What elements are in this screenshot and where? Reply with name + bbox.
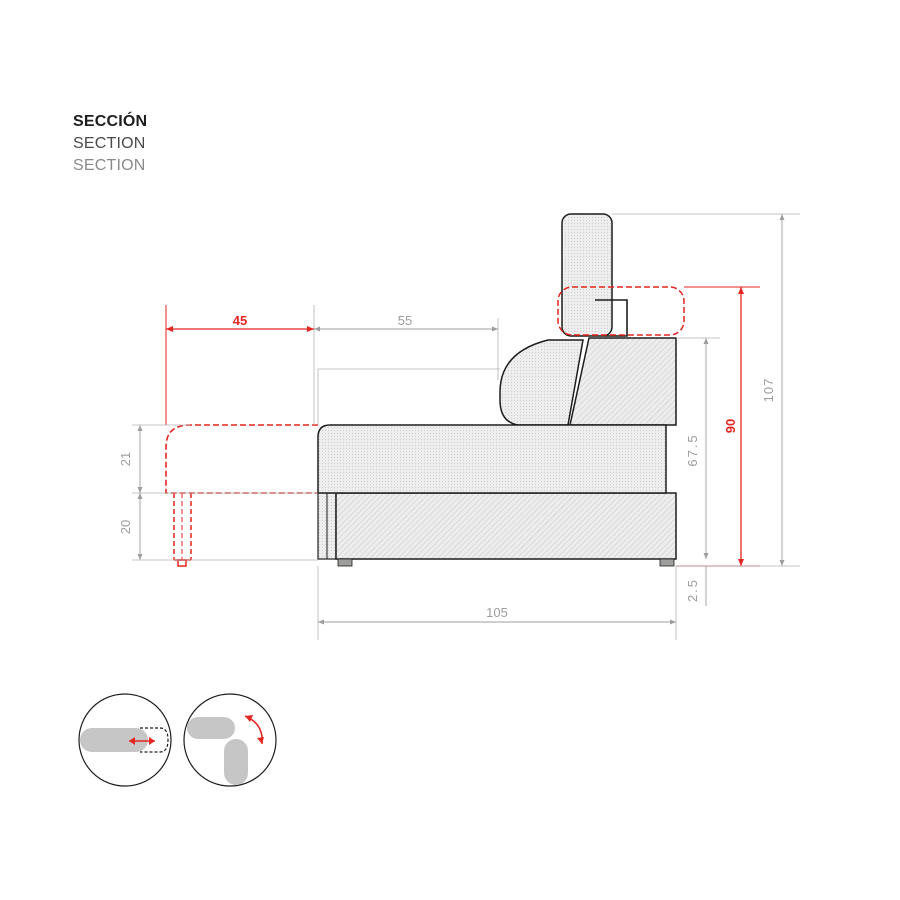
- rotate-headrest-icon: [183, 693, 277, 787]
- dim-label-2-5: 2.5: [685, 578, 700, 602]
- dim-left-heights: [132, 424, 318, 561]
- extension-seat-outline: [165, 424, 318, 494]
- dim-label-67-5: 67.5: [685, 433, 700, 466]
- headrest-upright: [561, 213, 613, 337]
- dim-label-21: 21: [118, 452, 133, 466]
- dim-label-90: 90: [723, 419, 738, 433]
- seat-depth-reference: [317, 368, 500, 425]
- slide-extension-icon: [78, 693, 172, 787]
- dim-label-45: 45: [233, 313, 247, 328]
- seat-cushion: [317, 424, 667, 494]
- dim-label-107: 107: [761, 378, 776, 403]
- backrest-block: [569, 337, 677, 426]
- dim-label-105: 105: [486, 605, 508, 620]
- dim-label-20: 20: [118, 520, 133, 534]
- back-cushion: [499, 339, 584, 426]
- section-title-block: SECCIÓN SECTION SECTION: [73, 111, 147, 177]
- front-skirt: [317, 492, 337, 560]
- title-english: SECTION: [73, 135, 146, 152]
- dim-extension-depth: [165, 305, 315, 425]
- headrest-bracket: [595, 299, 628, 337]
- title-french: SECTION: [73, 157, 146, 174]
- front-foot: [337, 558, 353, 567]
- dim-total-height: [612, 213, 800, 567]
- dim-reclined-height: [676, 286, 760, 567]
- extension-leg: [173, 493, 192, 567]
- title-spanish: SECCIÓN: [73, 113, 148, 130]
- dim-total-depth: [317, 566, 677, 640]
- dim-seat-depth: [314, 318, 499, 380]
- dim-label-55: 55: [398, 313, 412, 328]
- back-foot: [659, 558, 675, 567]
- dim-back-height: [676, 337, 720, 559]
- base-body: [335, 492, 677, 560]
- headrest-lowered-outline: [557, 286, 685, 336]
